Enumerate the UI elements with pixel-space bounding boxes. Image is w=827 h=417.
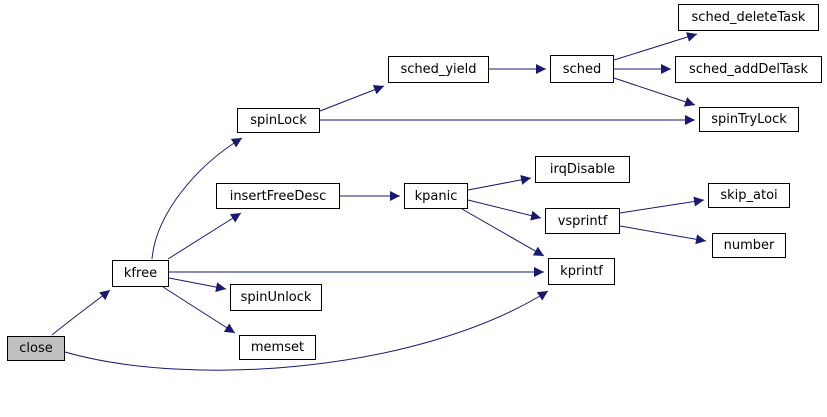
node-sched_deleteTask[interactable]: sched_deleteTask: [678, 4, 819, 31]
node-spinTryLock[interactable]: spinTryLock: [699, 107, 799, 132]
node-label: irqDisable: [549, 162, 616, 177]
node-label: sched_addDelTask: [688, 62, 809, 77]
node-label: sched_deleteTask: [691, 10, 806, 25]
edge-close-kfree: [51, 289, 111, 336]
node-sched_yield[interactable]: sched_yield: [388, 56, 489, 83]
node-label: skip_atoi: [720, 188, 778, 203]
node-kfree[interactable]: kfree: [112, 260, 169, 287]
node-spinLock[interactable]: spinLock: [237, 108, 320, 133]
node-label: spinUnlock: [240, 290, 312, 305]
node-label: kprintf: [560, 264, 603, 279]
node-label: spinLock: [250, 113, 307, 128]
edge-kpanic-kprintf: [461, 208, 545, 257]
node-label: memset: [250, 340, 305, 355]
node-label: spinTryLock: [711, 112, 787, 127]
node-label: kfree: [123, 266, 158, 281]
node-label: vsprintf: [557, 213, 608, 229]
edge-kfree-insertFreeDesc: [167, 212, 242, 260]
node-skip_atoi[interactable]: skip_atoi: [708, 183, 790, 208]
node-number[interactable]: number: [712, 233, 786, 258]
node-irqDisable[interactable]: irqDisable: [535, 156, 630, 183]
node-label: sched_yield: [400, 62, 477, 77]
edge-spinLock-sched_yield: [319, 84, 385, 112]
node-label: insertFreeDesc: [229, 188, 327, 204]
edge-kpanic-vsprintf: [467, 199, 542, 221]
edge-kpanic-irqDisable: [467, 174, 532, 191]
node-label: number: [723, 238, 775, 253]
edge-vsprintf-number: [619, 225, 707, 245]
node-kprintf[interactable]: kprintf: [548, 258, 615, 285]
edge-vsprintf-skip_atoi: [619, 196, 705, 214]
node-vsprintf[interactable]: vsprintf: [545, 208, 620, 234]
edge-kfree-memset: [162, 286, 236, 334]
edge-kfree-spinUnlock: [168, 277, 227, 293]
node-insertFreeDesc[interactable]: insertFreeDesc: [216, 183, 340, 209]
node-memset[interactable]: memset: [239, 335, 316, 360]
node-close: close: [7, 336, 65, 361]
node-label: sched: [562, 61, 602, 77]
node-kpanic[interactable]: kpanic: [404, 183, 468, 209]
node-sched[interactable]: sched: [550, 55, 614, 83]
node-label: close: [19, 341, 53, 356]
node-spinUnlock[interactable]: spinUnlock: [230, 284, 322, 311]
node-sched_addDelTask[interactable]: sched_addDelTask: [675, 56, 822, 83]
node-label: kpanic: [414, 188, 458, 204]
